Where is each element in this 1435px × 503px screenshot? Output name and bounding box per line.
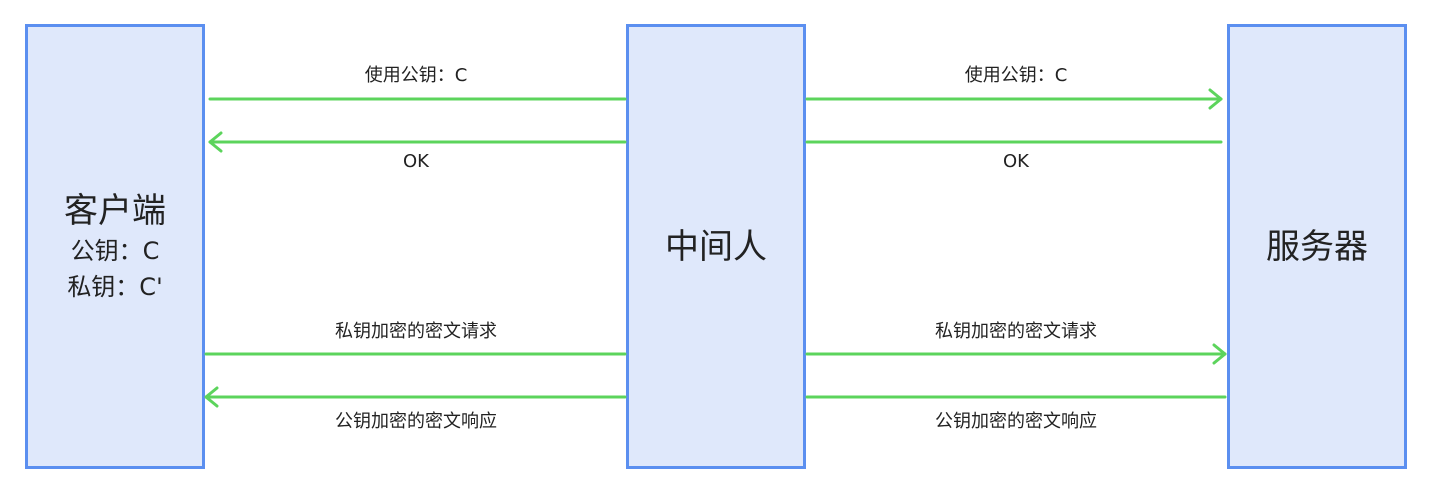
- arrowhead-pubkey-right: [1208, 88, 1223, 110]
- label-ok-right: OK: [1003, 151, 1029, 172]
- label-ok-left: OK: [403, 151, 429, 172]
- client-private-key: 私钥：C': [67, 272, 163, 301]
- arrowhead-req-right: [1212, 343, 1227, 365]
- client-public-key: 公钥：C: [70, 236, 160, 265]
- arrowhead-ok-left: [208, 131, 223, 153]
- server-title: 服务器: [1266, 226, 1368, 267]
- server-box: 服务器: [1227, 24, 1407, 469]
- label-resp-left: 公钥加密的密文响应: [335, 411, 497, 432]
- middleman-title: 中间人: [665, 226, 767, 267]
- client-title: 客户端: [64, 190, 166, 231]
- client-box: 客户端 公钥：C 私钥：C': [25, 24, 205, 469]
- middleman-box: 中间人: [626, 24, 806, 469]
- label-pubkey-right: 使用公钥：C: [964, 65, 1068, 86]
- arrowhead-resp-left: [204, 386, 219, 408]
- label-req-right: 私钥加密的密文请求: [935, 321, 1097, 342]
- label-resp-right: 公钥加密的密文响应: [935, 411, 1097, 432]
- label-req-left: 私钥加密的密文请求: [335, 321, 497, 342]
- label-pubkey-left: 使用公钥：C: [364, 65, 468, 86]
